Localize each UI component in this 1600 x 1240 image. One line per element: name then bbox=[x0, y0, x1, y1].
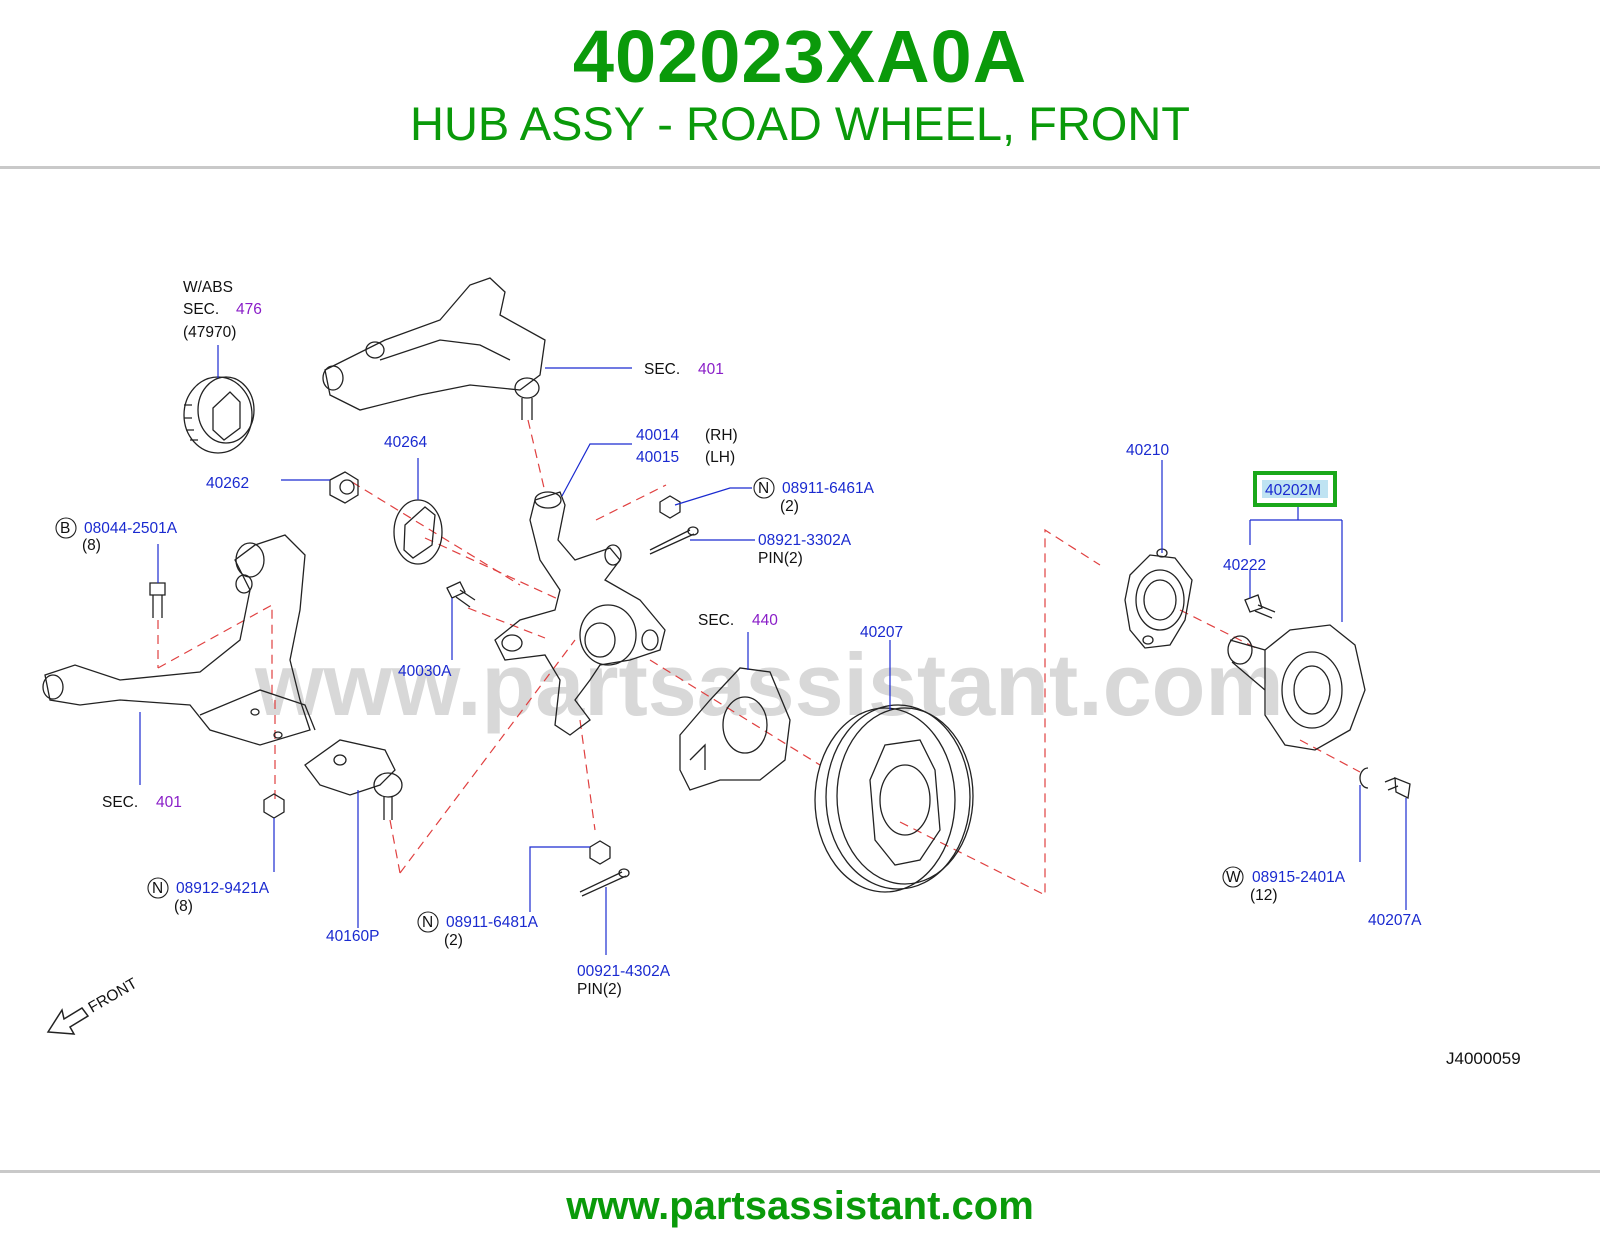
watermark: www.partsassistant.com bbox=[254, 635, 1284, 734]
side-rh: (RH) bbox=[705, 427, 738, 444]
bolt-08044-2501a-icon bbox=[149, 582, 166, 618]
hub-bolt-40222-icon bbox=[1244, 594, 1276, 619]
qty-08912: (8) bbox=[174, 898, 193, 915]
callout-b-08044: B bbox=[55, 517, 77, 539]
pin-00921: PIN(2) bbox=[577, 981, 622, 998]
part-link-40264[interactable]: 40264 bbox=[384, 434, 427, 451]
part-link-08912-9421a[interactable]: 08912-9421A bbox=[176, 880, 270, 897]
part-link-40210[interactable]: 40210 bbox=[1126, 442, 1169, 459]
part-number-title: 402023XA0A bbox=[572, 15, 1028, 98]
part-link-08044-2501a[interactable]: 08044-2501A bbox=[84, 520, 178, 537]
part-link-40222[interactable]: 40222 bbox=[1223, 557, 1266, 574]
front-direction-arrow-icon bbox=[46, 1007, 90, 1035]
cotter-pin-00921-icon bbox=[579, 868, 630, 897]
qty-08044: (8) bbox=[82, 537, 101, 554]
washer-08915-2401a-icon bbox=[1359, 767, 1369, 789]
part-link-40014[interactable]: 40014 bbox=[636, 427, 679, 444]
road-wheel-hub-40202m-icon bbox=[1227, 624, 1366, 751]
part-link-08921-3302a[interactable]: 08921-3302A bbox=[758, 532, 852, 549]
part-link-00921-4302a[interactable]: 00921-4302A bbox=[577, 963, 671, 980]
footer-divider bbox=[0, 1170, 1600, 1173]
front-label: FRONT bbox=[86, 975, 141, 1017]
nut-08911-6481a-icon bbox=[589, 840, 611, 865]
circle-letter-b: B bbox=[60, 520, 70, 537]
section-label-lower-arm: SEC. bbox=[102, 794, 138, 811]
cotter-pin-08921-icon bbox=[649, 526, 699, 555]
disc-rotor-40207-icon bbox=[814, 704, 974, 893]
upper-control-arm-icon bbox=[322, 277, 546, 420]
abs-note: W/ABS SEC. 476 (47970) bbox=[183, 279, 262, 341]
pin-08921: PIN(2) bbox=[758, 550, 803, 567]
section-label-upper-arm: SEC. bbox=[644, 361, 680, 378]
callout-n-08911-6461a: N bbox=[753, 477, 775, 499]
diagram-id: J4000059 bbox=[1446, 1049, 1521, 1068]
part-link-40030a[interactable]: 40030A bbox=[398, 663, 452, 680]
nut-08911-6461a-icon bbox=[659, 495, 681, 519]
circle-letter-n-3: N bbox=[422, 914, 433, 931]
section-link-401-upper[interactable]: 401 bbox=[698, 361, 724, 378]
header-divider bbox=[0, 166, 1600, 169]
steering-knuckle-icon bbox=[494, 491, 666, 736]
part-link-08915-2401a[interactable]: 08915-2401A bbox=[1252, 869, 1346, 886]
bolt-40207a-icon bbox=[1384, 777, 1411, 799]
side-lh: (LH) bbox=[705, 449, 735, 466]
section-label-baffle: SEC. bbox=[698, 612, 734, 629]
ball-joint-40160p-icon bbox=[304, 739, 403, 820]
callout-n-08912: N bbox=[147, 877, 169, 899]
callout-n-08911-6481a: N bbox=[417, 911, 439, 933]
lower-control-arm-icon bbox=[42, 534, 316, 746]
assembly-dash-lines bbox=[157, 419, 1361, 896]
section-link-440[interactable]: 440 bbox=[752, 612, 778, 629]
circle-letter-w: W bbox=[1226, 869, 1241, 886]
footer-site-link[interactable]: www.partsassistant.com bbox=[566, 1184, 1034, 1228]
baffle-plate-icon bbox=[679, 667, 791, 791]
qty-08911-6481a: (2) bbox=[444, 932, 463, 949]
circle-letter-n-2: N bbox=[152, 880, 163, 897]
callout-w-08915: W bbox=[1222, 866, 1244, 888]
hub-bearing-40210-icon bbox=[1124, 548, 1193, 649]
part-link-08911-6481a[interactable]: 08911-6481A bbox=[446, 914, 539, 931]
abs-sensor-ring-icon bbox=[183, 376, 255, 454]
bolt-40030a-icon bbox=[446, 581, 476, 608]
section-link-401-lower[interactable]: 401 bbox=[156, 794, 182, 811]
nut-40262-icon bbox=[329, 471, 359, 504]
qty-08915: (12) bbox=[1250, 887, 1278, 904]
abs-sec-number[interactable]: 476 bbox=[236, 301, 262, 318]
part-name-subtitle: HUB ASSY - ROAD WHEEL, FRONT bbox=[410, 97, 1190, 150]
part-link-40160p[interactable]: 40160P bbox=[326, 928, 379, 945]
circle-letter-n: N bbox=[758, 480, 769, 497]
abs-sec-label: SEC. bbox=[183, 301, 219, 318]
part-link-40207a[interactable]: 40207A bbox=[1368, 912, 1422, 929]
leader-lines bbox=[139, 345, 1407, 955]
part-link-08911-6461a[interactable]: 08911-6461A bbox=[782, 480, 875, 497]
part-link-40262[interactable]: 40262 bbox=[206, 475, 249, 492]
part-link-40015[interactable]: 40015 bbox=[636, 449, 679, 466]
abs-line1: W/ABS bbox=[183, 279, 233, 296]
part-link-40207[interactable]: 40207 bbox=[860, 624, 903, 641]
part-link-40202m[interactable]: 40202M bbox=[1265, 482, 1321, 499]
abs-part-number: (47970) bbox=[183, 324, 236, 341]
highlighted-part-40202m[interactable]: 40202M bbox=[1253, 471, 1337, 507]
page-header: 402023XA0A HUB ASSY - ROAD WHEEL, FRONT bbox=[0, 0, 1600, 168]
seal-40264-icon bbox=[393, 499, 443, 565]
qty-08911-6461a: (2) bbox=[780, 498, 799, 515]
nut-08912-9421a-icon bbox=[263, 793, 285, 819]
